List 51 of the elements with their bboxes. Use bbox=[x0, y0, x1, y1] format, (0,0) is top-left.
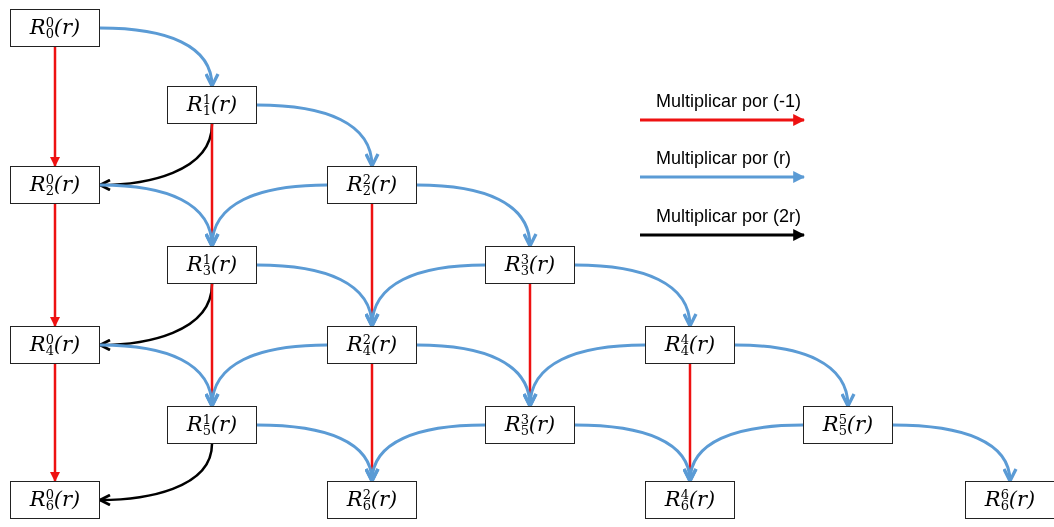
function-label: R$^{1}$$_{5}$(r) bbox=[186, 412, 238, 438]
function-box bbox=[645, 481, 735, 519]
function-label: R$^{1}$$_{1}$(r) bbox=[186, 92, 238, 118]
arrow bbox=[205, 183, 328, 248]
function-label: R$^{2}$$_{4}$(r) bbox=[346, 332, 398, 358]
function-label: R$^{0}$$_{0}$(r) bbox=[29, 15, 81, 41]
function-label: R$^{5}$$_{5}$(r) bbox=[822, 412, 874, 438]
function-box bbox=[485, 406, 575, 444]
legend-label: Multiplicar por (2r) bbox=[656, 206, 802, 227]
function-label: R$^{2}$$_{6}$(r) bbox=[346, 487, 398, 513]
legend-label: Multiplicar por (-1) bbox=[656, 91, 802, 112]
arrow bbox=[205, 343, 328, 408]
function-box bbox=[965, 481, 1054, 519]
arrow bbox=[50, 364, 60, 482]
function-label: R$^{3}$$_{5}$(r) bbox=[504, 412, 556, 438]
function-box bbox=[10, 166, 100, 204]
function-box bbox=[327, 326, 417, 364]
arrow bbox=[256, 103, 379, 168]
function-box bbox=[327, 166, 417, 204]
arrow bbox=[523, 343, 646, 408]
function-label: R$^{1}$$_{3}$(r) bbox=[186, 252, 238, 278]
arrow bbox=[365, 423, 486, 483]
function-label: R$^{3}$$_{3}$(r) bbox=[504, 252, 556, 278]
arrow bbox=[50, 47, 60, 167]
function-box bbox=[10, 326, 100, 364]
function-box bbox=[167, 86, 257, 124]
function-box bbox=[327, 481, 417, 519]
function-box bbox=[10, 481, 100, 519]
function-box bbox=[485, 246, 575, 284]
arrow bbox=[98, 443, 214, 507]
function-label: R$^{0}$$_{4}$(r) bbox=[29, 332, 81, 358]
function-box bbox=[803, 406, 893, 444]
legend-label: Multiplicar por (r) bbox=[656, 148, 792, 169]
function-label: R$^{4}$$_{6}$(r) bbox=[664, 487, 716, 513]
arrow bbox=[574, 263, 697, 328]
arrow bbox=[365, 263, 486, 328]
arrow bbox=[416, 183, 537, 248]
function-box bbox=[167, 246, 257, 284]
arrow bbox=[99, 26, 219, 88]
function-label: R$^{0}$$_{2}$(r) bbox=[29, 172, 81, 198]
function-label: R$^{4}$$_{4}$(r) bbox=[664, 332, 716, 358]
arrow bbox=[683, 423, 804, 483]
function-label: R$^{2}$$_{2}$(r) bbox=[346, 172, 398, 198]
function-label: R$^{0}$$_{6}$(r) bbox=[29, 487, 81, 513]
arrow bbox=[734, 343, 855, 408]
function-box bbox=[645, 326, 735, 364]
function-box bbox=[10, 9, 100, 47]
function-label: R$^{6}$$_{6}$(r) bbox=[984, 487, 1036, 513]
arrow bbox=[892, 423, 1017, 483]
arrow bbox=[50, 204, 60, 327]
function-box bbox=[167, 406, 257, 444]
